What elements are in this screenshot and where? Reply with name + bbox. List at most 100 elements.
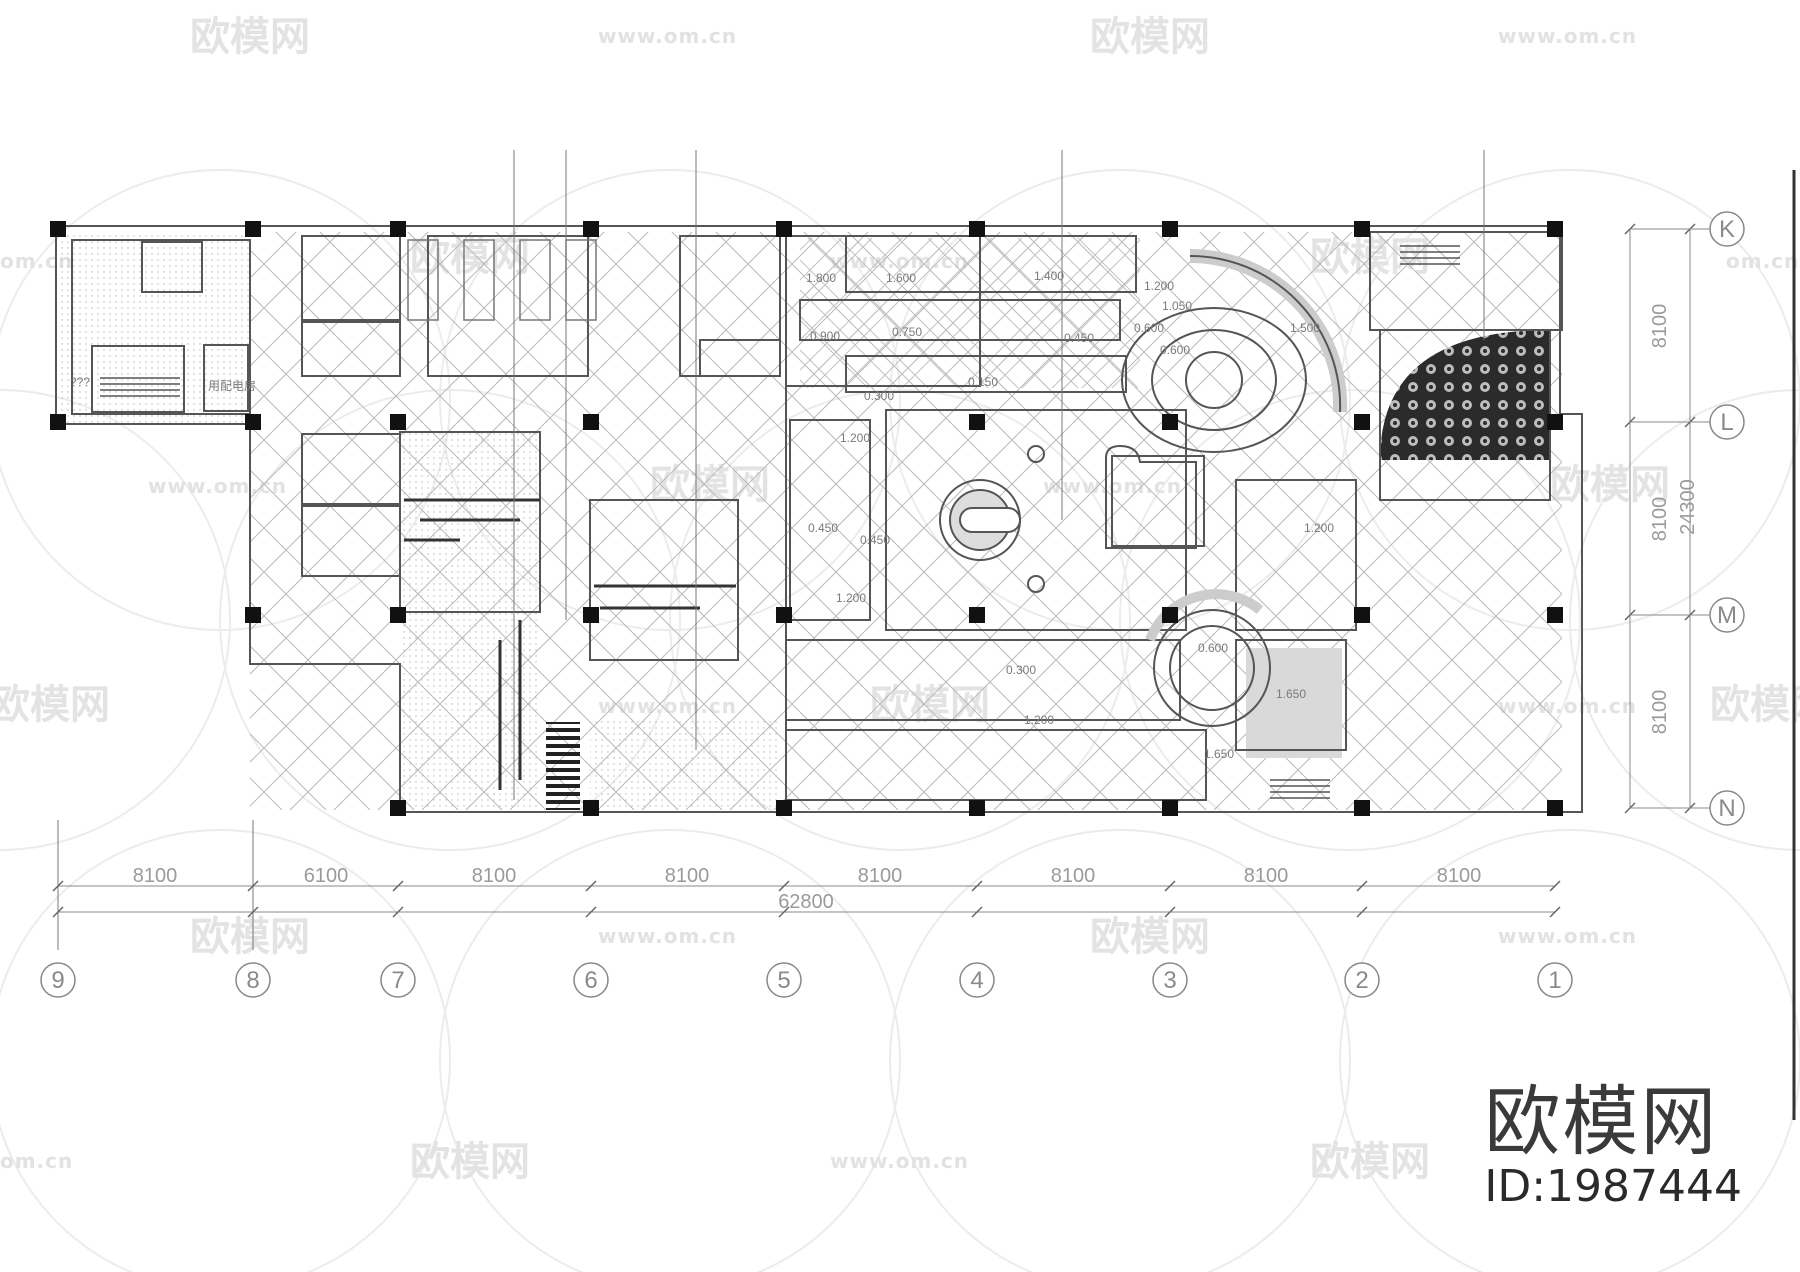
walls bbox=[55, 225, 1583, 813]
dimension-tick bbox=[392, 880, 404, 892]
brand-name: 欧模网 bbox=[1484, 1077, 1719, 1166]
model-id: ID:1987444 bbox=[1484, 1161, 1742, 1212]
watermark-brand: 欧模网 bbox=[410, 1139, 530, 1185]
watermark-url: www.om.cn bbox=[598, 24, 737, 48]
dimension-tick bbox=[247, 880, 259, 892]
bay-dim: 8100 bbox=[472, 865, 517, 887]
elevation-tag: 0.900 bbox=[810, 329, 840, 343]
bay-dim: 6100 bbox=[304, 865, 349, 887]
elevation-tag: 1.500 bbox=[1290, 321, 1320, 335]
axis-label-column: 2 bbox=[1355, 967, 1368, 994]
elevation-tag: 0.600 bbox=[1134, 321, 1164, 335]
elevation-tag: 0.450 bbox=[860, 533, 890, 547]
axis-label-column: 8 bbox=[246, 967, 259, 994]
axis-label-row: L bbox=[1720, 409, 1733, 436]
dimension-lines bbox=[58, 229, 1691, 913]
watermark-url: www.om.cn bbox=[1498, 24, 1637, 48]
dimension-tick bbox=[585, 880, 597, 892]
elevation-tag: 0.450 bbox=[808, 521, 838, 535]
axis-label-column: 3 bbox=[1163, 967, 1176, 994]
axis-label-column: 5 bbox=[777, 967, 790, 994]
dimension-tick bbox=[778, 880, 790, 892]
column-axis-labels: 9 8 7 6 5 4 3 2 1 bbox=[51, 967, 1561, 994]
dimension-tick bbox=[1164, 880, 1176, 892]
elevation-tag: 0.300 bbox=[864, 389, 894, 403]
watermark-brand: 欧模网 bbox=[1090, 14, 1210, 60]
row-dim: 8100 bbox=[1649, 304, 1671, 349]
brand-mark: 欧模网 ID:1987444 bbox=[1484, 1082, 1742, 1212]
elevation-tag: 0.300 bbox=[1006, 663, 1036, 677]
elevation-tag: 0.600 bbox=[1160, 343, 1190, 357]
row-axis-leaders bbox=[1630, 228, 1710, 809]
axis-label-row: N bbox=[1718, 795, 1735, 822]
dimension-tick bbox=[971, 880, 983, 892]
elevation-tag: 1.800 bbox=[806, 271, 836, 285]
watermark-url: www.om.cn bbox=[598, 924, 737, 948]
watermark-brand: 欧模网 bbox=[1710, 682, 1800, 728]
axis-label-column: 4 bbox=[970, 967, 983, 994]
dimension-tick bbox=[52, 906, 64, 918]
elevation-tag: 1.200 bbox=[1144, 279, 1174, 293]
round-features bbox=[939, 249, 1348, 727]
bay-dim: 8100 bbox=[665, 865, 710, 887]
axis-label-column: 6 bbox=[584, 967, 597, 994]
row-dim: 8100 bbox=[1649, 497, 1671, 542]
row-axis-bubbles bbox=[1709, 211, 1745, 826]
elevation-tag: 1.200 bbox=[1024, 713, 1054, 727]
watermark-brand: 欧模网 bbox=[1090, 914, 1210, 960]
watermark-url: www.om.cn bbox=[1498, 924, 1637, 948]
bay-dim: 8100 bbox=[1437, 865, 1482, 887]
room-label-unknown: ??? bbox=[70, 375, 90, 389]
watermark-url: www.om.cn bbox=[830, 1149, 969, 1173]
axis-label-row: K bbox=[1719, 216, 1735, 243]
elevation-tag: 1.650 bbox=[1276, 687, 1306, 701]
total-width-dim: 62800 bbox=[778, 891, 834, 913]
bay-dim: 8100 bbox=[858, 865, 903, 887]
watermark-brand: 欧模网 bbox=[190, 914, 310, 960]
row-dim: 8100 bbox=[1649, 690, 1671, 735]
dimension-tick bbox=[1549, 880, 1561, 892]
watermark-brand: 欧模网 bbox=[0, 682, 110, 728]
elevation-tag: 0.600 bbox=[1198, 641, 1228, 655]
watermark-brand: 欧模网 bbox=[1310, 1139, 1430, 1185]
bay-dim: 8100 bbox=[1244, 865, 1289, 887]
dimension-tick bbox=[585, 906, 597, 918]
structural-columns bbox=[50, 221, 1563, 816]
dimension-tick bbox=[1356, 880, 1368, 892]
watermark-url-short: om.cn bbox=[1726, 249, 1799, 273]
dimension-tick bbox=[52, 880, 64, 892]
stairs bbox=[100, 245, 1460, 799]
watermark-url-short: om.cn bbox=[0, 1149, 73, 1173]
elevation-tag: 1.200 bbox=[836, 591, 866, 605]
row-dimensions: 8100 8100 8100 24300 bbox=[1649, 304, 1699, 735]
watermark-brand: 欧模网 bbox=[190, 14, 310, 60]
elevation-tag: 1.650 bbox=[1204, 747, 1234, 761]
elevation-tag: 1.200 bbox=[1304, 521, 1334, 535]
axis-label-row: M bbox=[1717, 602, 1737, 629]
dimension-tick bbox=[1356, 906, 1368, 918]
column-axis-bubbles bbox=[40, 962, 1573, 998]
bay-dim: 8100 bbox=[133, 865, 178, 887]
dimension-tick bbox=[247, 906, 259, 918]
elevation-tag: 0.450 bbox=[1064, 331, 1094, 345]
dimension-tick bbox=[1164, 906, 1176, 918]
axis-label-column: 1 bbox=[1548, 967, 1561, 994]
row-axis-labels: K L M N bbox=[1717, 216, 1737, 822]
stall-blocks bbox=[407, 239, 597, 321]
dimension-tick bbox=[778, 906, 790, 918]
elevation-tag: 0.150 bbox=[968, 375, 998, 389]
elevation-tag: 1.600 bbox=[886, 271, 916, 285]
elevation-tag: 1.200 bbox=[840, 431, 870, 445]
elevation-tag: 0.750 bbox=[892, 325, 922, 339]
dimension-tick bbox=[971, 906, 983, 918]
room-label-electric: 用配电房 bbox=[208, 378, 256, 393]
total-depth-dim: 24300 bbox=[1677, 479, 1699, 535]
water-hatch bbox=[404, 498, 736, 790]
elevation-tag: 1.400 bbox=[1034, 269, 1064, 283]
dimension-tick bbox=[392, 906, 404, 918]
axis-label-column: 7 bbox=[391, 967, 404, 994]
bay-dimensions: 8100 6100 8100 8100 8100 8100 8100 8100 … bbox=[133, 865, 1482, 913]
elevation-tags: 1.800 1.600 1.400 1.200 1.050 0.900 0.75… bbox=[806, 269, 1334, 761]
axis-label-column: 9 bbox=[51, 967, 64, 994]
